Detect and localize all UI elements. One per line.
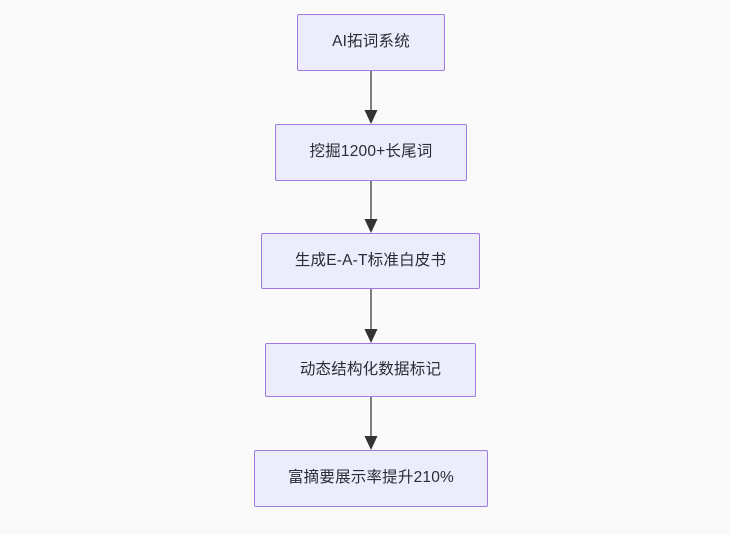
flowchart-node-rich-snippet-result[interactable]: 富摘要展示率提升210% <box>254 450 488 507</box>
edge-n1-n2 <box>364 71 378 124</box>
flowchart-node-structured-data-markup[interactable]: 动态结构化数据标记 <box>265 343 476 397</box>
arrowhead-icon <box>364 436 378 450</box>
arrowhead-icon <box>364 110 378 124</box>
node-label: 动态结构化数据标记 <box>299 360 442 378</box>
edge-n4-n5 <box>364 397 378 450</box>
arrowhead-icon <box>364 219 378 233</box>
node-label: 挖掘1200+长尾词 <box>309 143 433 161</box>
node-label: 生成E-A-T标准白皮书 <box>294 251 447 269</box>
edge-n3-n4 <box>364 289 378 343</box>
node-label: AI拓词系统 <box>332 33 410 51</box>
flowchart-node-eat-whitepaper[interactable]: 生成E-A-T标准白皮书 <box>261 233 480 289</box>
flowchart-node-longtail-keywords[interactable]: 挖掘1200+长尾词 <box>275 124 467 181</box>
arrowhead-icon <box>364 329 378 343</box>
edge-n2-n3 <box>364 181 378 233</box>
flowchart-node-ai-keyword-system[interactable]: AI拓词系统 <box>297 14 445 71</box>
node-label: 富摘要展示率提升210% <box>287 469 455 487</box>
